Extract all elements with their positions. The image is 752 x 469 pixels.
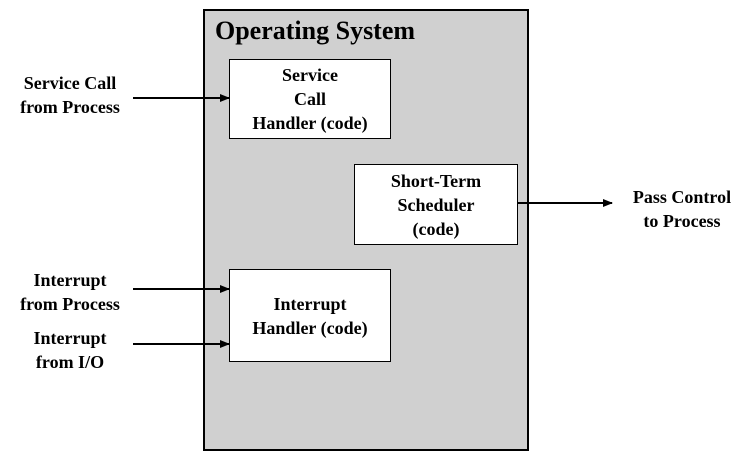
label-line: Pass Control <box>632 187 732 207</box>
short-term-scheduler-label: Short-Term Scheduler (code) <box>391 169 481 241</box>
label-line: Handler (code) <box>252 317 368 338</box>
label-line: (code) <box>412 218 460 239</box>
label-line: from Process <box>20 97 120 117</box>
label-line: Short-Term <box>390 170 482 191</box>
service-call-handler-label: Service Call Handler (code) <box>252 63 367 135</box>
label-line: Service <box>282 65 338 85</box>
interrupt-io-input-label: Interrupt from I/O <box>8 326 132 374</box>
interrupt-process-input-label: Interrupt from Process <box>8 268 132 316</box>
label-line: Call <box>293 89 326 109</box>
interrupt-handler-box: Interrupt Handler (code) <box>229 269 391 362</box>
label-line: Scheduler <box>397 194 475 215</box>
interrupt-handler-label: Interrupt Handler (code) <box>252 292 367 340</box>
label-line: Handler (code) <box>252 113 368 133</box>
service-call-input-label: Service Call from Process <box>8 71 132 119</box>
label-line: Service Call <box>23 73 117 93</box>
label-line: Interrupt <box>33 270 107 290</box>
label-line: to Process <box>643 211 721 231</box>
short-term-scheduler-box: Short-Term Scheduler (code) <box>354 164 518 245</box>
label-line: from I/O <box>35 352 105 372</box>
label-line: Interrupt <box>33 328 107 348</box>
os-title: Operating System <box>215 16 416 45</box>
pass-control-output-label: Pass Control to Process <box>616 185 748 233</box>
service-call-handler-box: Service Call Handler (code) <box>229 59 391 139</box>
label-line: Interrupt <box>273 293 347 314</box>
label-line: from Process <box>20 294 120 314</box>
